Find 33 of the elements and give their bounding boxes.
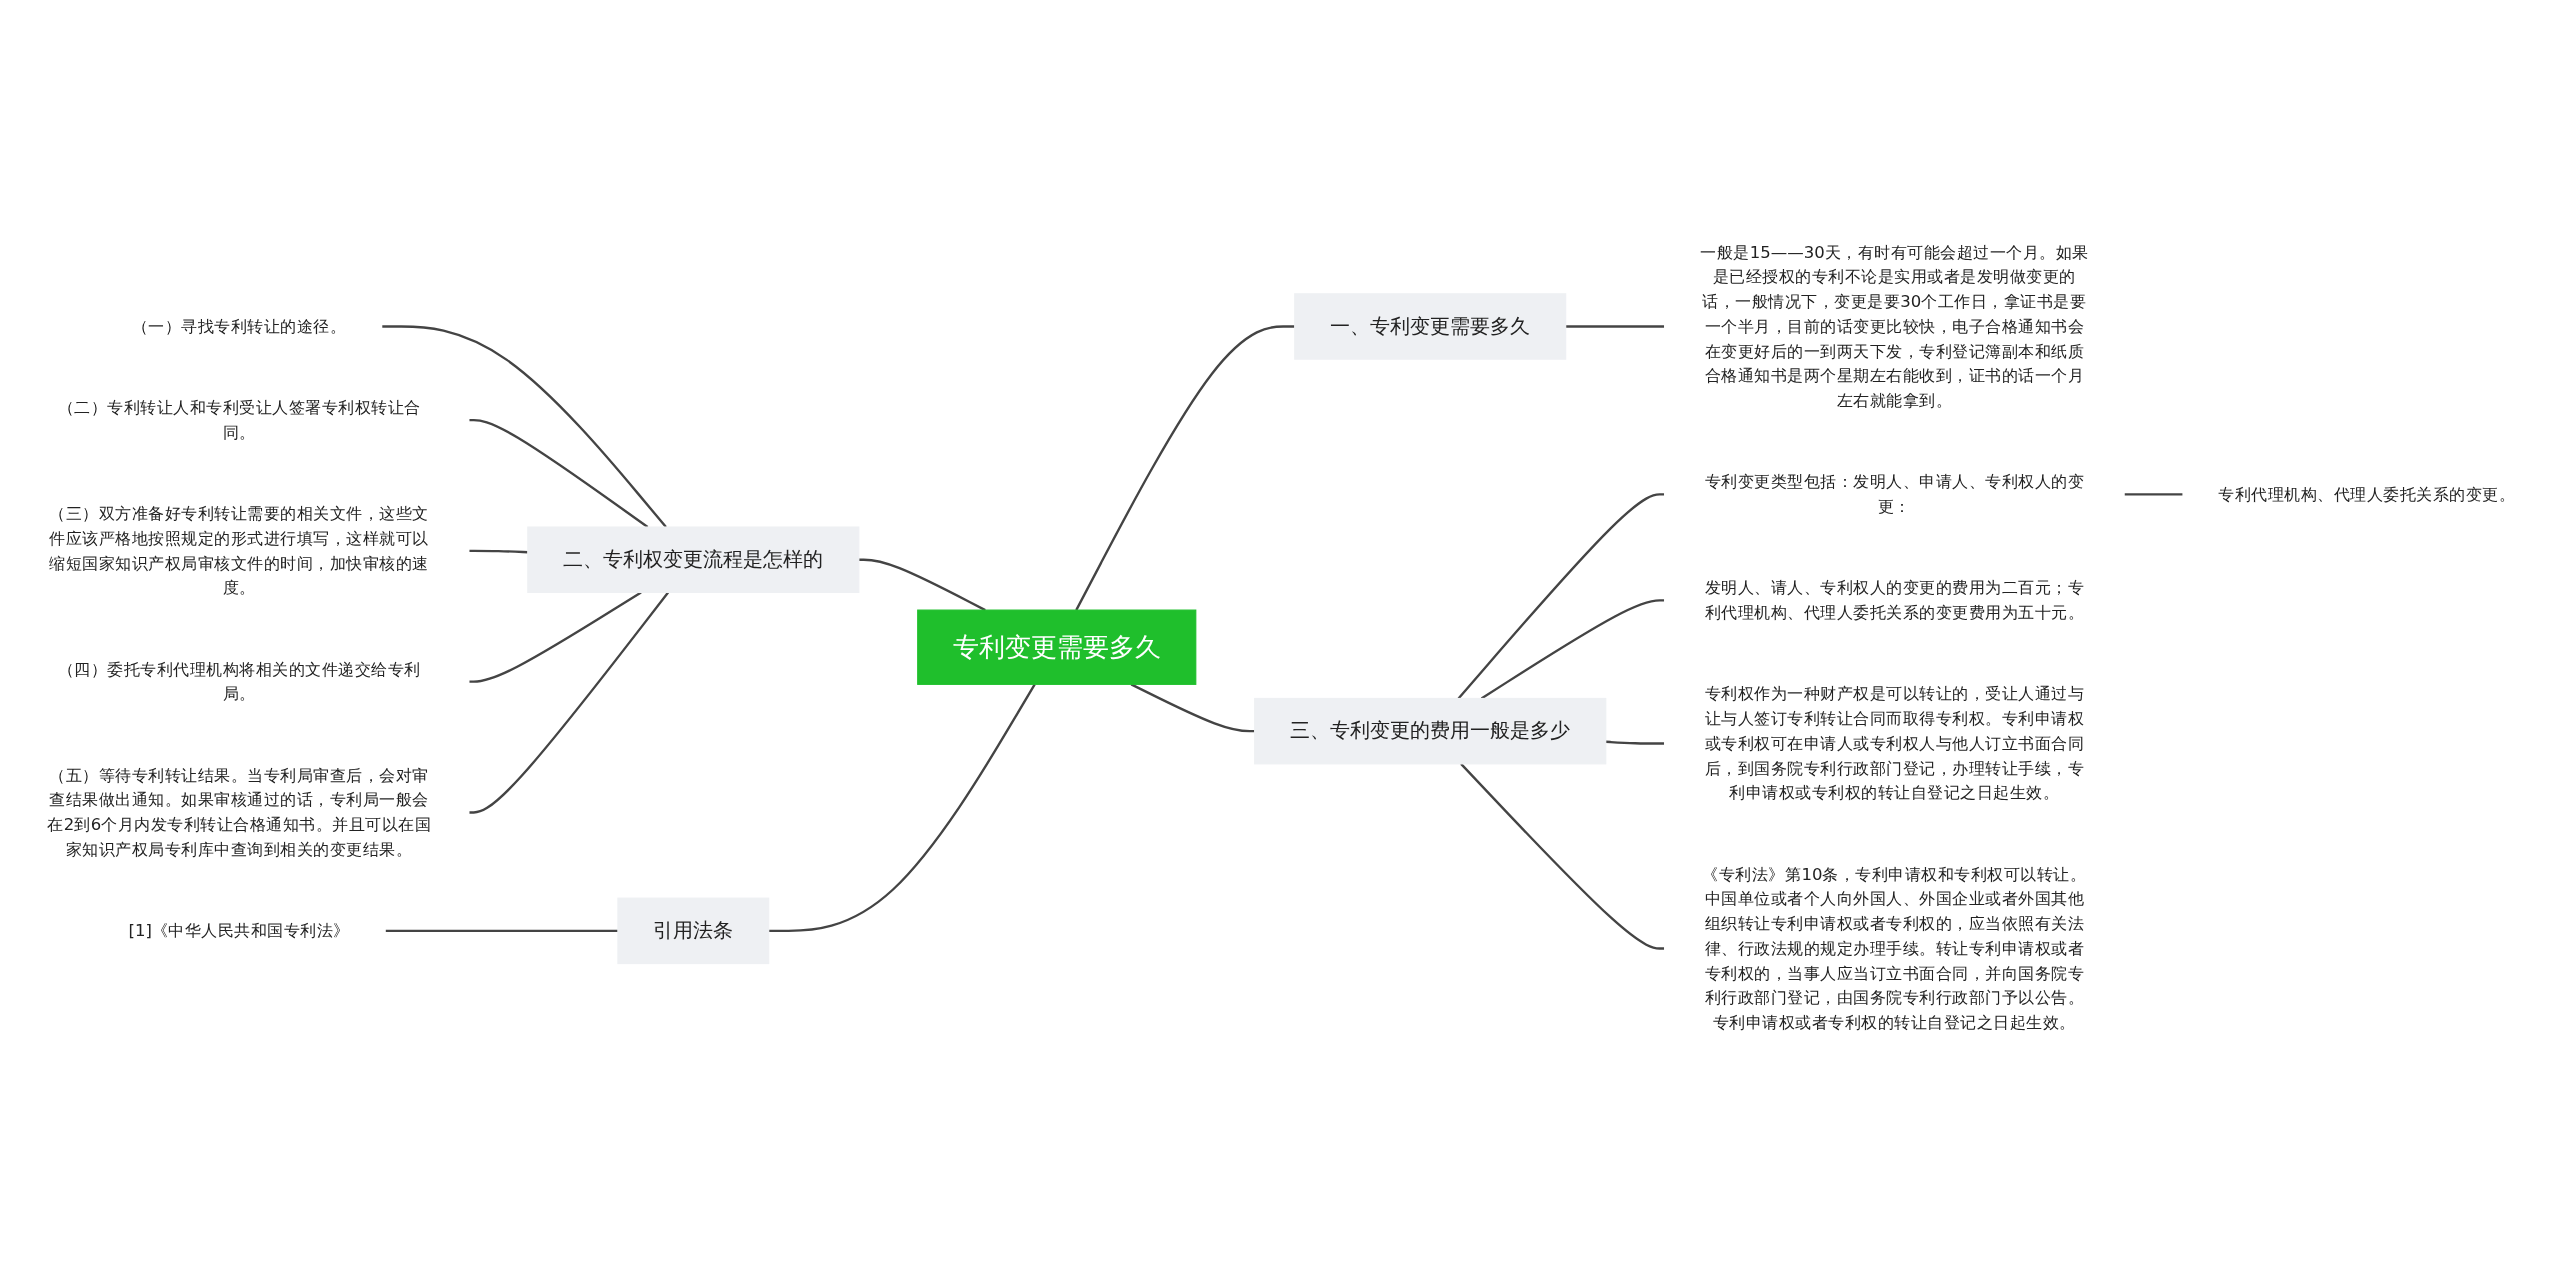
connector <box>2124 493 2183 496</box>
connector <box>468 591 642 683</box>
node-text: 专利代理机构、代理人委托关系的变更。 <box>2218 484 2516 504</box>
connector <box>1460 763 1665 950</box>
node-text: （三）双方准备好专利转让需要的相关文件，这些文件应该严格地按照规定的形式进行填写，这样就可以缩短国家知识产权局审核文件的时间，加快审核的速度。 <box>49 503 429 597</box>
connector <box>1480 599 1665 700</box>
node-box <box>1254 697 1607 765</box>
connector <box>1565 325 1665 328</box>
node-box <box>1294 293 1567 360</box>
node-text: [1]《中华人民共和国专利法》 <box>128 920 350 940</box>
connector <box>468 549 528 554</box>
node-text: 《专利法》第10条，专利申请权和专利权可以转让。中国单位或者个人向外国人、外国企业或者外国其他组织转让专利申请权或者专利权的，应当依照有关法律、行政法规的规定办理手续。转让专利申请权或者专利权的，当事人应当订立书面合同，并向国务院专利行政部门登记，由国务院专利行政部门予以公告。专利申请权或者专利权的转让自登记之日起生效。 <box>1702 864 2087 1032</box>
connector <box>1605 740 1665 745</box>
node-box <box>917 609 1197 685</box>
node-text: （二）专利转让人和专利受让人签署专利权转让合同。 <box>57 397 421 442</box>
node-text: （一）寻找专利转让的途径。 <box>131 316 347 336</box>
connector <box>858 558 986 612</box>
node-box <box>617 897 770 965</box>
connector <box>381 325 667 528</box>
node-text: 专利权作为一种财产权是可以转让的，受让人通过与让与人签订专利转让合同而取得专利权。专利申请权或专利权可在申请人或专利权人与他人订立书面合同后，到国务院专利行政部门登记，办理转让手续，专利申请权或专利权的转让自登记之日起生效。 <box>1704 684 2085 802</box>
connector <box>468 418 649 528</box>
connector <box>468 591 669 814</box>
connector <box>385 929 618 933</box>
node-text: 专利变更类型包括：发明人、申请人、专利权人的变更： <box>1704 471 2085 516</box>
connector <box>1075 325 1295 611</box>
connector <box>1130 683 1255 733</box>
node-text: 发明人、请人、专利权人的变更的费用为二百元；专利代理机构、代理人委托关系的变更费用为五十元。 <box>1704 578 2085 622</box>
node-text: 一般是15——30天，有时有可能会超过一个月。如果是已经授权的专利不论是实用或者是发明做变更的话，一般情况下，变更是要30个工作日，拿证书是要一个半月，目前的话变更比较快，电子合格通知书会在变更好后的一到两天下发，专利登记簿副本和纸质合格通知书是两个星期左右能收到，证书的话一个月左右就能拿到。 <box>1700 242 2089 410</box>
node-text: （四）委托专利代理机构将相关的文件递交给专利局。 <box>57 659 421 703</box>
connector <box>1457 493 1665 700</box>
node-box <box>527 526 860 594</box>
node-text: （五）等待专利转让结果。当专利局审查后，会对审查结果做出通知。如果审核通过的话，专利局一般会在2到6个月内发专利转让合格通知书。并且可以在国家知识产权局专利库中查询到相关的变更结果。 <box>47 765 432 859</box>
connector <box>768 683 1036 933</box>
